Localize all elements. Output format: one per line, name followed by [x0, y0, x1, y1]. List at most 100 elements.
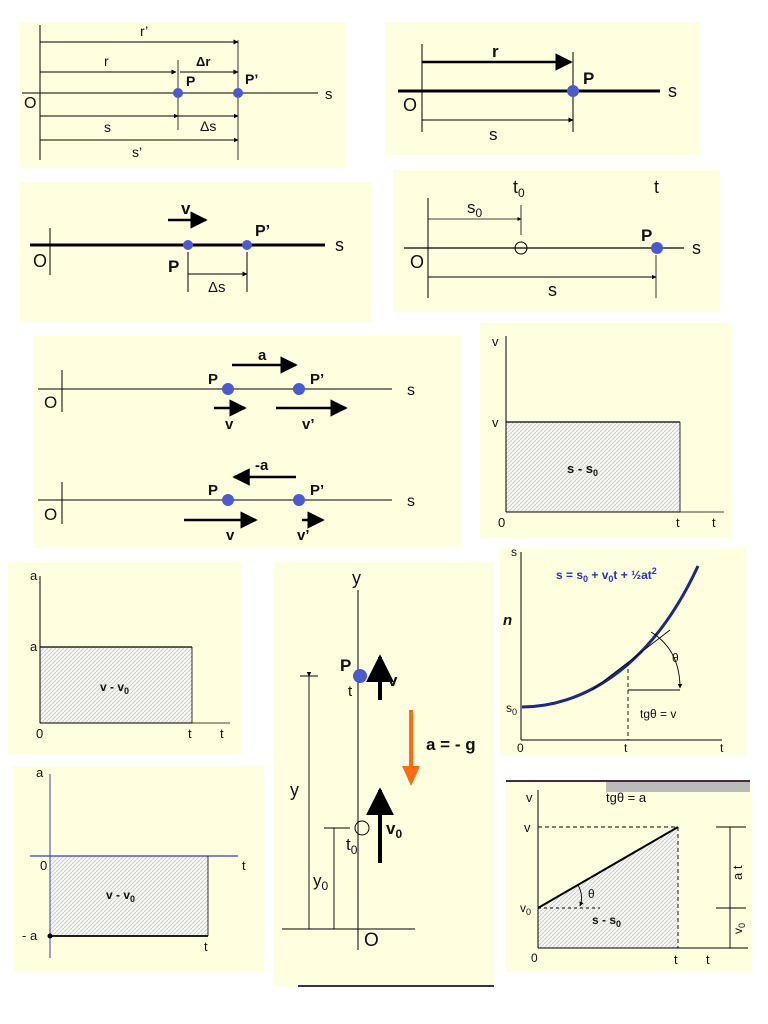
label-s-prime: s’ — [132, 144, 142, 160]
panel-5-bg — [33, 336, 461, 548]
label-origin-top: O — [44, 393, 57, 412]
label-r: r — [104, 53, 109, 69]
label-v-top: v — [225, 416, 234, 433]
label-accel: a = - g — [426, 735, 476, 754]
label-v-prime-bottom: v’ — [297, 527, 310, 544]
velocity-line — [537, 826, 679, 909]
panel-negative-acceleration-graph: a 0 t v - v0 - a t — [14, 765, 264, 972]
panel-position-displacement: r’ r Δr P P’ O s s Δs s’ — [20, 22, 345, 168]
formula: s = s0 + v0t + ½at2 — [556, 566, 657, 584]
label-s-axis: s — [325, 86, 333, 103]
label-v-level: v — [492, 415, 499, 430]
panel-3-bg — [20, 182, 372, 322]
label-t: t — [204, 939, 208, 954]
label-p: P — [641, 226, 652, 245]
top-rule — [506, 780, 750, 782]
label-origin: 0 — [498, 515, 505, 530]
label-origin: O — [403, 95, 417, 115]
label-neg-a: - a — [22, 928, 38, 943]
tangent-line — [591, 629, 671, 691]
label-v: v — [181, 199, 191, 218]
label-origin: 0 — [531, 951, 538, 965]
label-r-prime: r’ — [140, 23, 148, 39]
label-s: s — [104, 119, 111, 135]
label-t0: t0 — [346, 835, 358, 857]
label-dr: Δr — [196, 54, 210, 69]
label-t-axis: t — [242, 858, 246, 873]
label-p-prime-top: P’ — [310, 371, 324, 388]
label-t: t — [676, 515, 680, 530]
label-p: P — [583, 69, 594, 88]
label-ds: Δs — [200, 118, 216, 134]
panel-4-bg — [393, 170, 720, 312]
panel-uniform-acceleration-velocity-graph: v tgθ = a v a t θ v0 s - s0 v0 0 t t — [506, 780, 752, 972]
panel-position-vector: r P O s s — [385, 22, 700, 155]
label-s: s — [548, 280, 557, 300]
panel-2-bg — [385, 22, 700, 155]
label-v0-right: v0 — [731, 923, 747, 934]
label-p: P — [186, 73, 195, 89]
label-p-bottom: P — [208, 482, 218, 499]
point-p-prime-bottom — [293, 494, 305, 506]
label-y: y — [290, 780, 299, 800]
label-s: s — [489, 125, 498, 144]
label-at: a t — [730, 865, 745, 880]
area-displacement — [506, 422, 680, 512]
label-v0: v0 — [520, 901, 531, 917]
point-p-prime-top — [293, 383, 305, 395]
initial-position-circle — [514, 241, 528, 255]
label-t: t — [654, 177, 659, 197]
panel-velocity-time-graph: v v s - s0 0 t t — [480, 323, 732, 538]
point-p — [353, 669, 367, 683]
label-s-axis: s — [692, 238, 701, 258]
label-t0: t0 — [513, 177, 525, 200]
label-s-axis: s — [668, 81, 677, 101]
label-theta: θ — [588, 887, 595, 901]
panel-acceleration: a P P’ O s v v’ -a P P’ O s v v’ — [33, 336, 461, 548]
label-t: t — [624, 741, 628, 755]
label-s-axis: s — [335, 235, 344, 255]
label-v0: v0 — [386, 819, 402, 841]
label-origin: O — [364, 930, 379, 951]
panel-9-bg — [500, 548, 746, 756]
label-p-prime: P’ — [255, 223, 270, 240]
label-t-axis: t — [720, 741, 724, 755]
label-origin: O — [24, 95, 36, 112]
label-ds: Δs — [208, 279, 226, 296]
label-a: a — [258, 347, 267, 364]
position-curve — [521, 565, 700, 709]
label-origin: 0 — [40, 858, 47, 873]
area-velocity-change — [50, 856, 208, 936]
label-a-axis: a — [36, 765, 44, 780]
point-p — [651, 242, 663, 254]
label-y-axis: y — [352, 568, 361, 588]
label-p-prime-bottom: P’ — [310, 482, 324, 499]
label-origin: 0 — [36, 726, 43, 741]
label-theta: θ — [672, 651, 679, 665]
label-p: P — [168, 257, 179, 276]
label-p-prime: P’ — [245, 71, 258, 87]
label-origin-bottom: O — [44, 505, 57, 524]
point-p — [567, 85, 579, 97]
point-p-prime — [233, 88, 243, 98]
label-area: s - s0 — [567, 461, 598, 478]
point-p-bottom — [222, 494, 234, 506]
label-a-level: a — [30, 639, 38, 654]
label-t: t — [674, 952, 678, 967]
panel-acceleration-time-graph: a a v - v0 0 t t — [8, 562, 242, 754]
label-s0: s0 — [506, 701, 517, 717]
level-marker — [47, 933, 53, 939]
label-s-axis-bottom: s — [407, 493, 415, 510]
label-t: t — [188, 726, 192, 741]
top-gray-bar — [606, 782, 750, 792]
label-t-axis: t — [220, 726, 224, 741]
panel-position-time-curve: s s = s0 + v0t + ½at2 n θ s0 tgθ = v 0 t… — [500, 545, 746, 756]
point-p — [183, 240, 193, 250]
gravity-arrow-head — [402, 766, 420, 786]
label-neg-a: -a — [255, 457, 269, 474]
label-a-axis: a — [30, 568, 38, 583]
point-p-prime — [242, 240, 252, 250]
label-tg: tgθ = a — [606, 790, 647, 805]
label-v-prime-top: v’ — [302, 416, 315, 433]
